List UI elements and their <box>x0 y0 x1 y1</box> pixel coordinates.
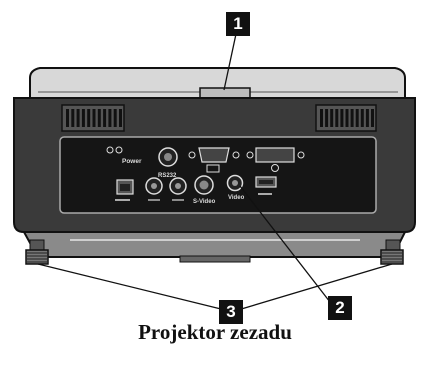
leader-line-1 <box>223 33 237 91</box>
vent-slot <box>113 109 117 127</box>
vent-slot <box>92 109 96 127</box>
vent-slot <box>330 109 334 127</box>
vent-slot <box>360 109 364 127</box>
rs232-port-inner <box>164 153 172 161</box>
connector-panel <box>59 136 377 214</box>
vent-slot <box>87 109 91 127</box>
vent-slot <box>350 109 354 127</box>
vent-slot <box>108 109 112 127</box>
usb-a-port <box>255 176 277 195</box>
callout-1: 1 <box>226 12 250 36</box>
svideo-port <box>194 175 214 195</box>
leader-line-2 <box>239 185 331 303</box>
status-led-right <box>115 146 123 154</box>
audio-in-jack <box>145 177 163 201</box>
vent-slot <box>325 109 329 127</box>
status-led-left <box>106 146 114 154</box>
vent-slot <box>335 109 339 127</box>
rs232-label: RS232 <box>158 173 177 179</box>
dvi-port <box>246 147 305 172</box>
video-port <box>226 174 244 192</box>
vent-slot <box>355 109 359 127</box>
callout-3: 3 <box>219 300 243 324</box>
vent-slot <box>119 109 122 127</box>
vent-slot <box>345 109 349 127</box>
callout-2: 2 <box>328 296 352 320</box>
right-vent-grille <box>315 104 377 132</box>
vent-slot <box>371 109 374 127</box>
vent-slot <box>340 109 344 127</box>
left-adjustable-foot <box>25 239 49 265</box>
vent-slot <box>76 109 80 127</box>
base-foot-center <box>179 255 251 263</box>
vga-port <box>188 147 240 173</box>
power-label: Power <box>122 158 142 165</box>
vent-slot <box>365 109 369 127</box>
vent-slot <box>320 109 323 127</box>
svideo-label: S-Video <box>193 199 216 205</box>
vent-slot <box>97 109 101 127</box>
vent-slot <box>103 109 107 127</box>
vent-slot <box>71 109 75 127</box>
diagram-caption: Projektor zezadu <box>138 320 292 344</box>
left-vent-grille <box>61 104 125 132</box>
audio-out-jack <box>169 177 187 201</box>
vent-slot <box>81 109 85 127</box>
video-label: Video <box>228 195 245 201</box>
vent-slot <box>66 109 69 127</box>
projector-top-housing <box>29 67 406 99</box>
usb-b-port <box>115 179 134 201</box>
leader-line-3b <box>237 263 393 311</box>
projector-base <box>22 231 407 258</box>
leader-line-3a <box>37 263 226 311</box>
